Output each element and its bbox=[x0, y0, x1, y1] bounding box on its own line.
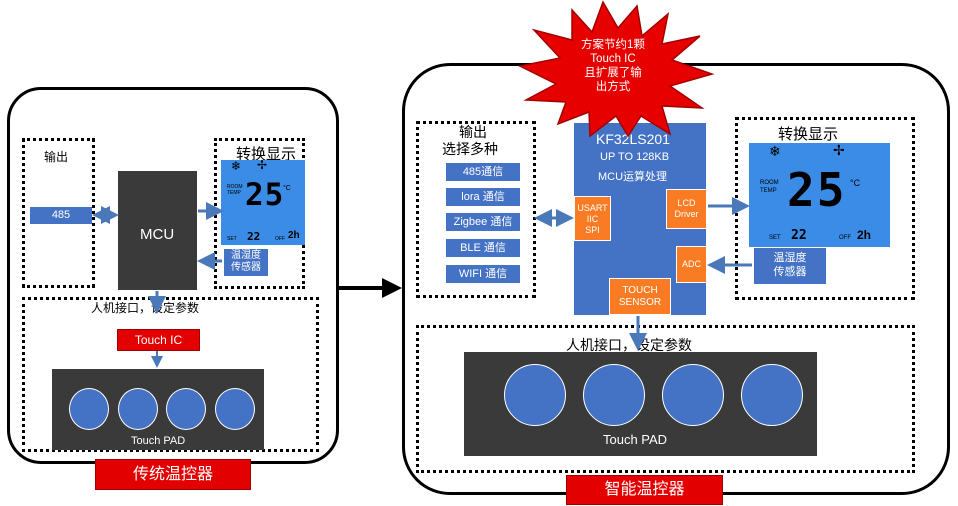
left-hmi-label: 人机接口，设定参数 bbox=[91, 301, 200, 315]
lcd-driver-line1: LCD bbox=[677, 198, 696, 208]
callout-line3: 且扩展了输 bbox=[584, 67, 642, 79]
callout-line2: Touch IC bbox=[590, 53, 636, 65]
right-output-line1: 输出 bbox=[459, 124, 487, 140]
left-mcu-label: MCU bbox=[140, 226, 175, 243]
lcd-room-label: ROOM TEMP bbox=[227, 184, 243, 196]
right-sensor-line1: 温湿度 bbox=[773, 252, 807, 264]
touch-ic-block: Touch IC bbox=[117, 329, 200, 351]
lcd-set-value: 22 bbox=[791, 228, 807, 243]
callout-text: 方案节约1颗 Touch IC 且扩展了输 出方式 bbox=[566, 38, 660, 94]
right-pad-key-2 bbox=[583, 364, 645, 426]
spi-line: SPI bbox=[585, 225, 600, 235]
right-output-label: 输出 选择多种 bbox=[442, 124, 498, 158]
left-pad-key-1 bbox=[69, 388, 109, 430]
lcd-unit: °C bbox=[283, 185, 291, 192]
iic-line: IIC bbox=[586, 214, 599, 224]
snowflake-icon: ❄ bbox=[231, 160, 242, 173]
snowflake-icon: ❄ bbox=[769, 143, 781, 159]
lcd-room-text: ROOM bbox=[227, 184, 243, 190]
right-lcd-screen: ❄ ✢ ROOM TEMP 25 °C SET 22 OFF 2h bbox=[749, 143, 890, 247]
right-display-label: 转换显示 bbox=[778, 126, 839, 143]
callout-starburst bbox=[517, 0, 715, 138]
lcd-driver-block: LCD Driver bbox=[666, 189, 707, 229]
fan-icon: ✢ bbox=[257, 160, 268, 172]
lcd-set-label: SET bbox=[769, 235, 781, 241]
lcd-temperature: 25 bbox=[787, 163, 847, 217]
left-sensor-label: 温湿度 传感器 bbox=[224, 249, 268, 276]
lcd-room-text: ROOM bbox=[760, 180, 779, 186]
right-pad-key-4 bbox=[741, 364, 803, 426]
usart-block: USART IIC SPI bbox=[574, 196, 611, 241]
right-pad-label: Touch PAD bbox=[603, 432, 668, 447]
right-hmi-box bbox=[416, 325, 915, 473]
comm-option-wifi: WIFI 通信 bbox=[446, 265, 520, 283]
left-lcd-screen: ❄ ✢ ROOM TEMP 25 °C SET 22 OFF 2h bbox=[221, 160, 305, 245]
comm-option-ble: BLE 通信 bbox=[446, 239, 520, 257]
touch-sensor-block: TOUCH SENSOR bbox=[609, 278, 671, 315]
right-sensor-line2: 传感器 bbox=[773, 266, 807, 278]
left-485-label: 485 bbox=[30, 207, 92, 224]
adc-block: ADC bbox=[676, 246, 707, 283]
usart-line: USART bbox=[577, 203, 608, 213]
right-pad-key-3 bbox=[662, 364, 724, 426]
lcd-temperature: 25 bbox=[245, 177, 285, 213]
lcd-unit: °C bbox=[850, 178, 861, 188]
touch-sensor-line2: SENSOR bbox=[618, 297, 662, 308]
lcd-set-label: SET bbox=[227, 236, 237, 242]
mcu-memory: UP TO 128KB bbox=[600, 151, 670, 163]
left-output-label: 输出 bbox=[44, 150, 69, 164]
comm-option-lora: lora 通信 bbox=[446, 188, 520, 206]
right-pad-key-1 bbox=[504, 364, 566, 426]
left-pad-key-3 bbox=[166, 388, 206, 430]
smart-title: 智能温控器 bbox=[566, 475, 723, 505]
left-mcu-block bbox=[118, 171, 197, 290]
left-pad-key-4 bbox=[215, 388, 255, 430]
lcd-off-label: OFF bbox=[275, 236, 285, 242]
lcd-set-value: 22 bbox=[247, 230, 261, 243]
comm-option-485: 485通信 bbox=[446, 163, 520, 181]
traditional-title: 传统温控器 bbox=[95, 459, 251, 490]
left-sensor-line1: 温湿度 bbox=[231, 250, 261, 261]
right-output-line2: 选择多种 bbox=[442, 141, 498, 157]
left-pad-label: Touch PAD bbox=[131, 435, 186, 447]
left-pad-key-2 bbox=[118, 388, 158, 430]
comm-option-zigbee: Zigbee 通信 bbox=[446, 213, 520, 231]
right-sensor-label: 温湿度 传感器 bbox=[754, 248, 826, 284]
left-display-label: 转换显示 bbox=[236, 146, 297, 163]
lcd-timer: 2h bbox=[288, 230, 300, 241]
callout-line1: 方案节约1颗 bbox=[581, 39, 645, 51]
lcd-driver-line2: Driver bbox=[674, 209, 699, 219]
lcd-timer: 2h bbox=[857, 228, 872, 242]
left-hmi-box bbox=[22, 297, 319, 452]
mcu-description: MCU运算处理 bbox=[598, 171, 668, 183]
lcd-temp-text: TEMP bbox=[227, 190, 241, 196]
touch-sensor-line1: TOUCH bbox=[622, 285, 658, 296]
fan-icon: ✢ bbox=[833, 143, 845, 158]
mcu-title: KF32LS201 bbox=[596, 131, 670, 147]
callout-line4: 出方式 bbox=[595, 81, 631, 93]
lcd-room-label: ROOM TEMP bbox=[760, 179, 779, 195]
lcd-off-label: OFF bbox=[839, 235, 851, 241]
left-sensor-line2: 传感器 bbox=[231, 262, 261, 273]
lcd-temp-text: TEMP bbox=[760, 188, 777, 194]
